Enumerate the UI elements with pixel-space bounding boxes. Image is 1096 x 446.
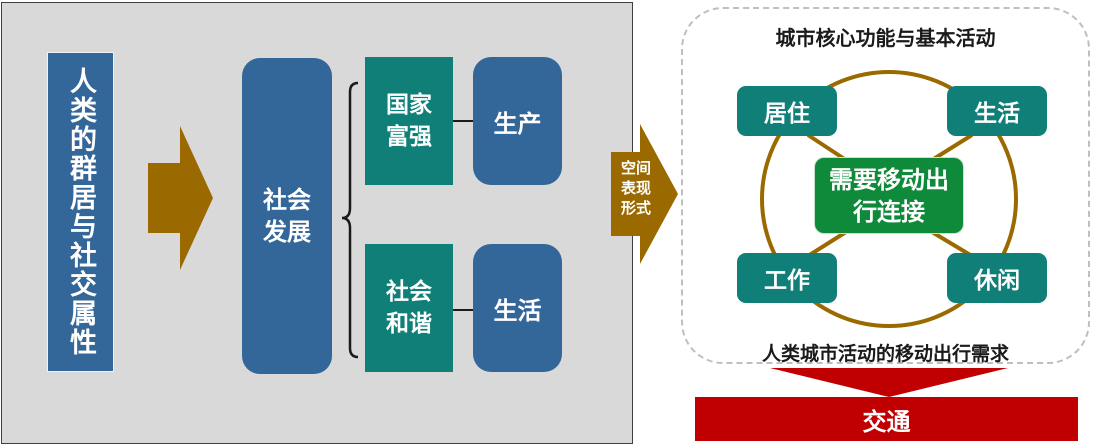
node-work-label: 工作	[764, 268, 810, 294]
mobility-connection-box: 需要移动出行连接	[814, 157, 964, 234]
spatial-form-label: 空间表现形式	[620, 159, 651, 217]
national-prosperity-label: 国家富强	[386, 92, 432, 150]
social-development-label: 社会发展	[263, 186, 311, 246]
life-label: 生活	[493, 296, 542, 325]
flow-arrow-left	[148, 126, 213, 270]
social-harmony-box: 社会和谐	[365, 244, 453, 372]
social-attribute-label: 人类的群居与社交属性	[65, 67, 96, 357]
production-label: 生产	[493, 109, 542, 138]
node-live: 居住	[737, 86, 837, 136]
node-leisure: 休闲	[947, 253, 1047, 303]
curly-brace	[341, 81, 359, 359]
transportation-bar: 交通	[695, 397, 1078, 441]
social-attribute-box: 人类的群居与社交属性	[47, 52, 114, 372]
node-live-label: 居住	[764, 101, 810, 127]
connector-line-top	[453, 120, 473, 122]
node-leisure-label: 休闲	[974, 268, 1020, 294]
national-prosperity-box: 国家富强	[365, 57, 453, 185]
production-box: 生产	[473, 57, 562, 185]
node-life-label: 生活	[974, 101, 1020, 127]
mobility-connection-label: 需要移动出行连接	[829, 165, 949, 226]
social-development-box: 社会发展	[242, 58, 332, 374]
transportation-label: 交通	[862, 407, 911, 436]
flow-arrow-middle	[611, 124, 678, 264]
down-arrow	[770, 368, 1008, 397]
node-work: 工作	[737, 253, 837, 303]
mobility-demand-caption: 人类城市活动的移动出行需求	[761, 343, 1009, 365]
connector-line-bottom	[453, 309, 473, 311]
urban-functions-title: 城市核心功能与基本活动	[775, 26, 996, 50]
social-harmony-label: 社会和谐	[386, 279, 432, 337]
node-life: 生活	[947, 86, 1047, 136]
life-box: 生活	[473, 244, 562, 372]
